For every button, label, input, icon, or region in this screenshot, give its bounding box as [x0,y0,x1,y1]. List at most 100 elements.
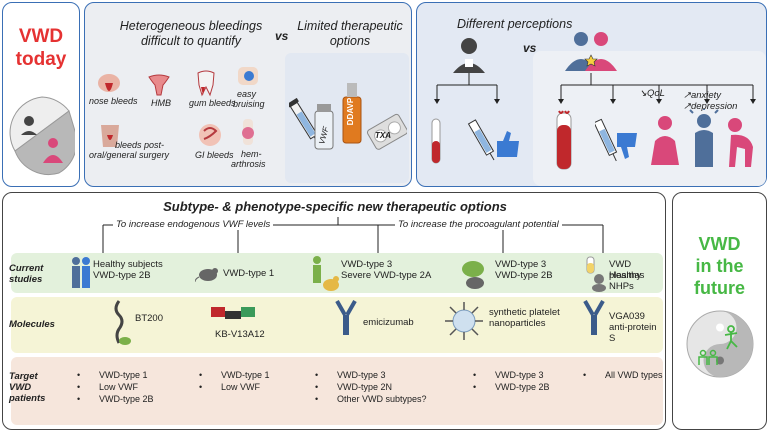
list-item: VWD-type 1 [199,369,270,381]
uterus-icon [148,74,170,96]
current-c2-line1: VWD-type 1 [223,268,275,279]
branch-left-label: To increase endogenous VWF levels [113,219,274,230]
perceptions-panel: Different perceptions vs ↘QoL ↗anxiety ↗… [416,2,767,187]
current-c1-line1: Healthy subjects [93,259,163,270]
easy-bruising-label-2: bruising [233,99,265,109]
list-item: VWD-type 1 [77,369,154,381]
target-list-2: VWD-type 1 Low VWF [199,369,270,393]
target-list-4: VWD-type 3 VWD-type 2B [473,369,550,393]
patient-area [533,51,766,186]
bleeding-header-line2: difficult to quantify [140,34,242,48]
new-therapies-panel: Subtype- & phenotype-specific new therap… [2,192,666,430]
molecule-m3: emicizumab [363,317,414,328]
list-item: VWD-type 2N [315,381,427,393]
current-c3-line1: VWD-type 3 [341,259,393,270]
target-list-1: VWD-type 1 Low VWF VWD-type 2B [77,369,154,405]
syringe-thumbs-down-icon [595,118,637,162]
ddavp-vial-label: DDAVP [346,97,356,126]
hmb-label: HMB [151,98,171,108]
syringe-thumbs-up-icon [467,119,519,161]
molecule-m2: KB-V13A12 [215,329,265,340]
vwd-future-panel: VWD in the future [672,192,767,430]
current-studies-label-2: studies [9,274,43,285]
plasma-monkey-icon [586,256,606,292]
bruise-icon [238,67,258,85]
therapy-header-line2: options [329,34,371,48]
molecules-label: Molecules [9,319,55,330]
nanoparticle-icon [445,302,483,340]
target-label-3: patients [9,393,46,404]
tooth-icon [197,70,215,97]
blood-tube-large-icon [556,110,572,170]
current-c4-line1: VWD-type 3 [495,259,547,270]
nanobody-icon [211,307,255,319]
list-item: VWD-type 3 [473,369,550,381]
list-item: Low VWF [77,381,154,393]
patient-tree-lines [558,73,756,104]
current-studies-label-1: Current [9,263,44,274]
gum-bleeds-label: gum bleeds [189,98,236,108]
bleeding-therapy-panel: Heterogeneous bleedings difficult to qua… [84,2,412,187]
sad-person-icon [651,116,679,165]
yin-yang-icon [686,310,754,378]
human-dog-icon [313,256,339,291]
doctor-icon [453,38,485,73]
vs-label-1: vs [275,29,289,43]
current-c3-line2: Severe VWD-type 2A [341,270,432,281]
target-list-5: All VWD types [583,369,663,381]
anxiety-label: ↗anxiety [683,90,722,101]
pig-mouse-icon [462,261,484,289]
surgery-bleeds-label-2: oral/general surgery [89,150,170,160]
vwd-today-panel: VWD today [2,2,80,187]
qol-label: ↘QoL [639,88,665,99]
molecule-m5-line1: VGA039 [609,311,645,322]
nose-bleeds-label: nose bleeds [89,96,138,106]
current-c1-line2: VWD-type 2B [93,270,151,281]
perceptions-header: Different perceptions [457,17,573,31]
branch-right-label: To increase the procoagulant potential [395,219,562,230]
list-item: VWD-type 2B [473,381,550,393]
joint-icon [242,119,254,145]
therapy-header-line1: Limited therapeutic [297,19,403,33]
molecule-m4-line1: synthetic platelet [489,307,560,318]
easy-bruising-label-1: easy [237,89,257,99]
mouse-icon [195,268,218,283]
doctor-tree-lines [434,73,500,104]
hemarthrosis-label-2: arthrosis [231,159,266,169]
vwd-today-title-line2: today [15,49,67,70]
vwd-future-line1: VWD [698,234,741,254]
current-c4-line2: VWD-type 2B [495,270,553,281]
list-item: Other VWD subtypes? [315,393,427,405]
vwd-future-line3: future [694,278,745,298]
list-item: Low VWF [199,381,270,393]
list-item: VWD-type 2B [77,393,154,405]
doctor-patient-icon [9,96,75,175]
txa-pill-icon [367,113,407,150]
gi-tract-icon [199,124,221,146]
vs-label-2: vs [523,41,537,55]
surgery-bleeds-label-1: bleeds post- [115,140,165,150]
healthy-subjects-icon [72,257,90,288]
surgery-bleed-icon [101,125,119,147]
list-item: VWD-type 3 [315,369,427,381]
aptamer-icon [114,300,131,345]
vwf-vial-icon [314,104,334,150]
hemarthrosis-label-1: hem- [241,149,262,159]
current-c5-line1: VWD plasmas [609,259,645,281]
molecule-m1: BT200 [135,313,163,324]
bleeding-header-line1: Heterogeneous bleedings [119,19,263,33]
nose-bleed-icon [98,74,120,92]
antibody-icon [335,300,357,335]
target-list-3: VWD-type 3 VWD-type 2N Other VWD subtype… [315,369,427,405]
list-item: All VWD types [583,369,663,381]
patient-couple-icon [565,32,617,71]
syringe-icon [289,97,320,146]
vwd-future-line2: in the [695,256,744,276]
new-therapies-title: Subtype- & phenotype-specific new therap… [163,199,507,214]
anxious-person-icon [689,109,719,167]
target-label-2: VWD [9,382,32,393]
vwd-today-title-line1: VWD [18,26,64,47]
ddavp-vial-icon [342,83,362,144]
depressed-person-icon [728,118,753,167]
txa-label: TXA [375,131,391,140]
